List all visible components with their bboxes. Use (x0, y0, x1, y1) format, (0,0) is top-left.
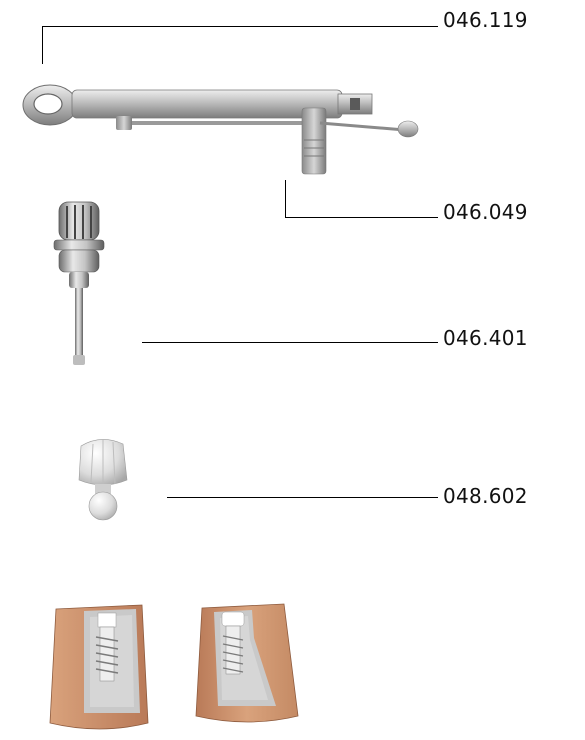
bone-cutaway-right (195, 603, 299, 723)
part-label-048-602: 048.602 (443, 484, 528, 508)
torque-wrench-illustration (22, 84, 419, 175)
screwdriver-illustration (53, 201, 105, 365)
leader-line-046-049-vertical (285, 180, 286, 217)
part-label-046-049: 046.049 (443, 200, 528, 224)
bone-cutaway-left (49, 604, 149, 730)
leader-line-046-119-horizontal (42, 26, 438, 27)
leader-line-048-602 (167, 497, 438, 498)
leader-line-046-049-horizontal (285, 217, 438, 218)
cap-illustration (78, 439, 128, 521)
part-label-046-119: 046.119 (443, 8, 528, 32)
part-label-046-401: 046.401 (443, 326, 528, 350)
leader-line-046-401 (142, 342, 438, 343)
leader-line-046-119-vertical (42, 26, 43, 64)
